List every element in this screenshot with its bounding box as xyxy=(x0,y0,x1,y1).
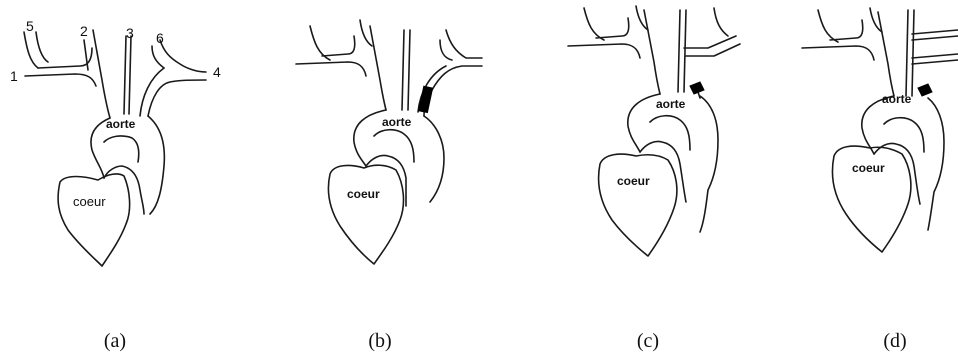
heart-label: coeur xyxy=(852,161,885,175)
panel-b-vessels xyxy=(296,20,482,264)
aorta-label: aorte xyxy=(382,115,412,129)
heart-label: coeur xyxy=(617,174,650,188)
panel-a-vessels xyxy=(24,30,206,266)
panel-b-caption: (b) xyxy=(368,330,391,352)
vessel-number-1: 1 xyxy=(10,68,18,84)
vessel-number-4: 4 xyxy=(213,64,221,80)
heart-label: coeur xyxy=(347,187,380,201)
vessel-number-6: 6 xyxy=(156,30,164,46)
panel-c-vessels xyxy=(568,6,740,256)
heart-label: coeur xyxy=(73,194,106,209)
panel-a-caption: (a) xyxy=(104,330,126,352)
aorta-label: aorte xyxy=(882,92,912,106)
clamp xyxy=(918,84,932,96)
panel-d-vessels xyxy=(802,8,958,252)
panel-c: aorte coeur (c) xyxy=(568,6,740,352)
aorta-label: aorte xyxy=(656,97,686,111)
panel-a: aorte coeur 1 2 3 4 5 6 (a) xyxy=(10,18,221,352)
panel-d-caption: (d) xyxy=(883,330,906,352)
vessel-number-5: 5 xyxy=(26,18,34,34)
panel-c-caption: (c) xyxy=(637,330,659,352)
panel-b: aorte coeur (b) xyxy=(296,20,482,352)
clamp xyxy=(419,86,433,112)
aorta-label: aorte xyxy=(106,117,136,131)
panel-d: aorte coeur (d) xyxy=(802,8,958,352)
clamp xyxy=(690,82,704,94)
vessel-number-3: 3 xyxy=(126,25,134,41)
vessel-number-2: 2 xyxy=(80,23,88,39)
